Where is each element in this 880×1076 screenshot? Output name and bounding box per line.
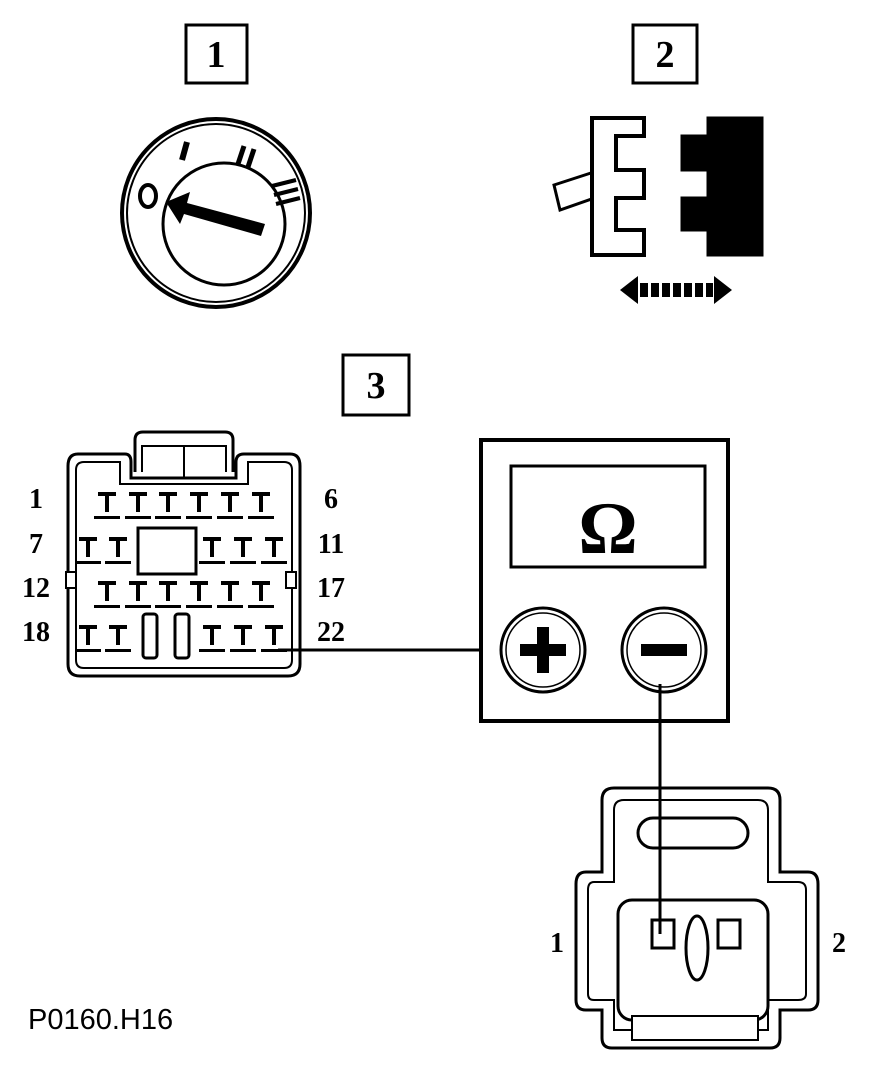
pin-label-22: 22 bbox=[317, 617, 345, 648]
ignition-switch-icon bbox=[120, 117, 312, 309]
ignition-key-arrow-icon bbox=[166, 192, 265, 236]
ohmmeter-display bbox=[509, 464, 707, 569]
step-2-number: 2 bbox=[656, 34, 675, 76]
connector-terminal bbox=[261, 537, 287, 564]
figure-code: P0160.H16 bbox=[28, 1004, 173, 1036]
connector-terminal bbox=[217, 581, 243, 608]
connector-terminal bbox=[186, 581, 212, 608]
ignition-position-3-mark bbox=[271, 178, 301, 206]
pin-label-1: 1 bbox=[29, 484, 43, 515]
connector-terminal bbox=[261, 625, 287, 652]
step-2-label: 2 bbox=[631, 23, 699, 85]
connector-terminal bbox=[105, 625, 131, 652]
ignition-position-off-mark bbox=[138, 183, 158, 209]
pin-label-6: 6 bbox=[324, 484, 338, 515]
connector-terminal bbox=[105, 537, 131, 564]
ignition-position-2-mark bbox=[245, 148, 257, 168]
multi-pin-connector bbox=[65, 430, 302, 678]
sensor-connector bbox=[574, 786, 820, 1050]
connector-terminal bbox=[217, 492, 243, 519]
connector-terminal bbox=[230, 537, 256, 564]
connector-terminal bbox=[248, 492, 274, 519]
connector-terminal bbox=[125, 492, 151, 519]
connector-half-left bbox=[590, 116, 646, 257]
ignition-position-1-mark bbox=[179, 141, 190, 161]
connector-terminal bbox=[199, 625, 225, 652]
sensor-pin-label-2: 2 bbox=[832, 928, 846, 959]
step-1-number: 1 bbox=[207, 34, 226, 76]
connector-terminals bbox=[75, 492, 287, 652]
separate-arrow-icon bbox=[620, 276, 732, 304]
step-3-label: 3 bbox=[341, 353, 411, 417]
pin-label-18: 18 bbox=[22, 617, 50, 648]
connector-disconnect-icon bbox=[552, 116, 764, 304]
pin-label-17: 17 bbox=[317, 573, 345, 604]
pin-label-12: 12 bbox=[22, 573, 50, 604]
connector-terminal bbox=[94, 581, 120, 608]
connector-terminal bbox=[199, 537, 225, 564]
connector-terminal bbox=[230, 625, 256, 652]
connector-terminal bbox=[186, 492, 212, 519]
sensor-pin-label-1: 1 bbox=[550, 928, 564, 959]
step-1-label: 1 bbox=[184, 23, 249, 85]
pin-label-11: 11 bbox=[318, 529, 344, 560]
connector-terminal bbox=[155, 492, 181, 519]
multi-connector-pin-labels: 1 6 7 11 12 17 18 22 bbox=[22, 484, 345, 648]
connector-terminal bbox=[75, 625, 101, 652]
sensor-pin-2 bbox=[716, 918, 742, 950]
ohm-symbol: Ω bbox=[578, 488, 637, 570]
connector-half-right bbox=[680, 116, 764, 257]
sensor-pin-1 bbox=[650, 918, 676, 950]
step-3-number: 3 bbox=[367, 365, 386, 407]
connector-terminal bbox=[94, 492, 120, 519]
connector-terminal bbox=[248, 581, 274, 608]
ohmmeter: Ω bbox=[479, 438, 730, 723]
connector-terminal bbox=[75, 537, 101, 564]
connector-terminal bbox=[155, 581, 181, 608]
pin-label-7: 7 bbox=[29, 529, 43, 560]
connector-terminal bbox=[125, 581, 151, 608]
minus-icon bbox=[641, 644, 687, 656]
